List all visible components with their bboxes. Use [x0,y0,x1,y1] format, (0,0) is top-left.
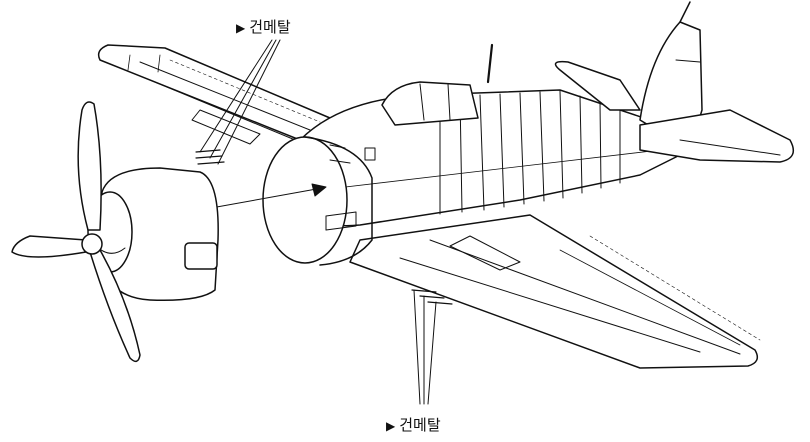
triangle-marker-icon: ▶ [236,21,246,35]
gunmetal-callout-top: ▶건메탈 [236,18,291,37]
engine-cowling [262,136,376,266]
tail-stabilizer-right [639,109,795,163]
antenna-mast [486,43,494,84]
callout-text: 건메탈 [399,416,441,434]
assembly-arrow [199,183,327,211]
propeller [11,101,141,363]
gunmetal-callout-bottom: ▶건메탈 [386,416,441,435]
tail-stabilizer-left [554,60,641,111]
triangle-marker-icon: ▶ [386,419,396,433]
right-wing [349,214,761,369]
canopy [381,81,479,126]
callout-leaders [199,39,437,405]
callout-text: 건메탈 [249,18,291,36]
left-wing [97,44,331,145]
